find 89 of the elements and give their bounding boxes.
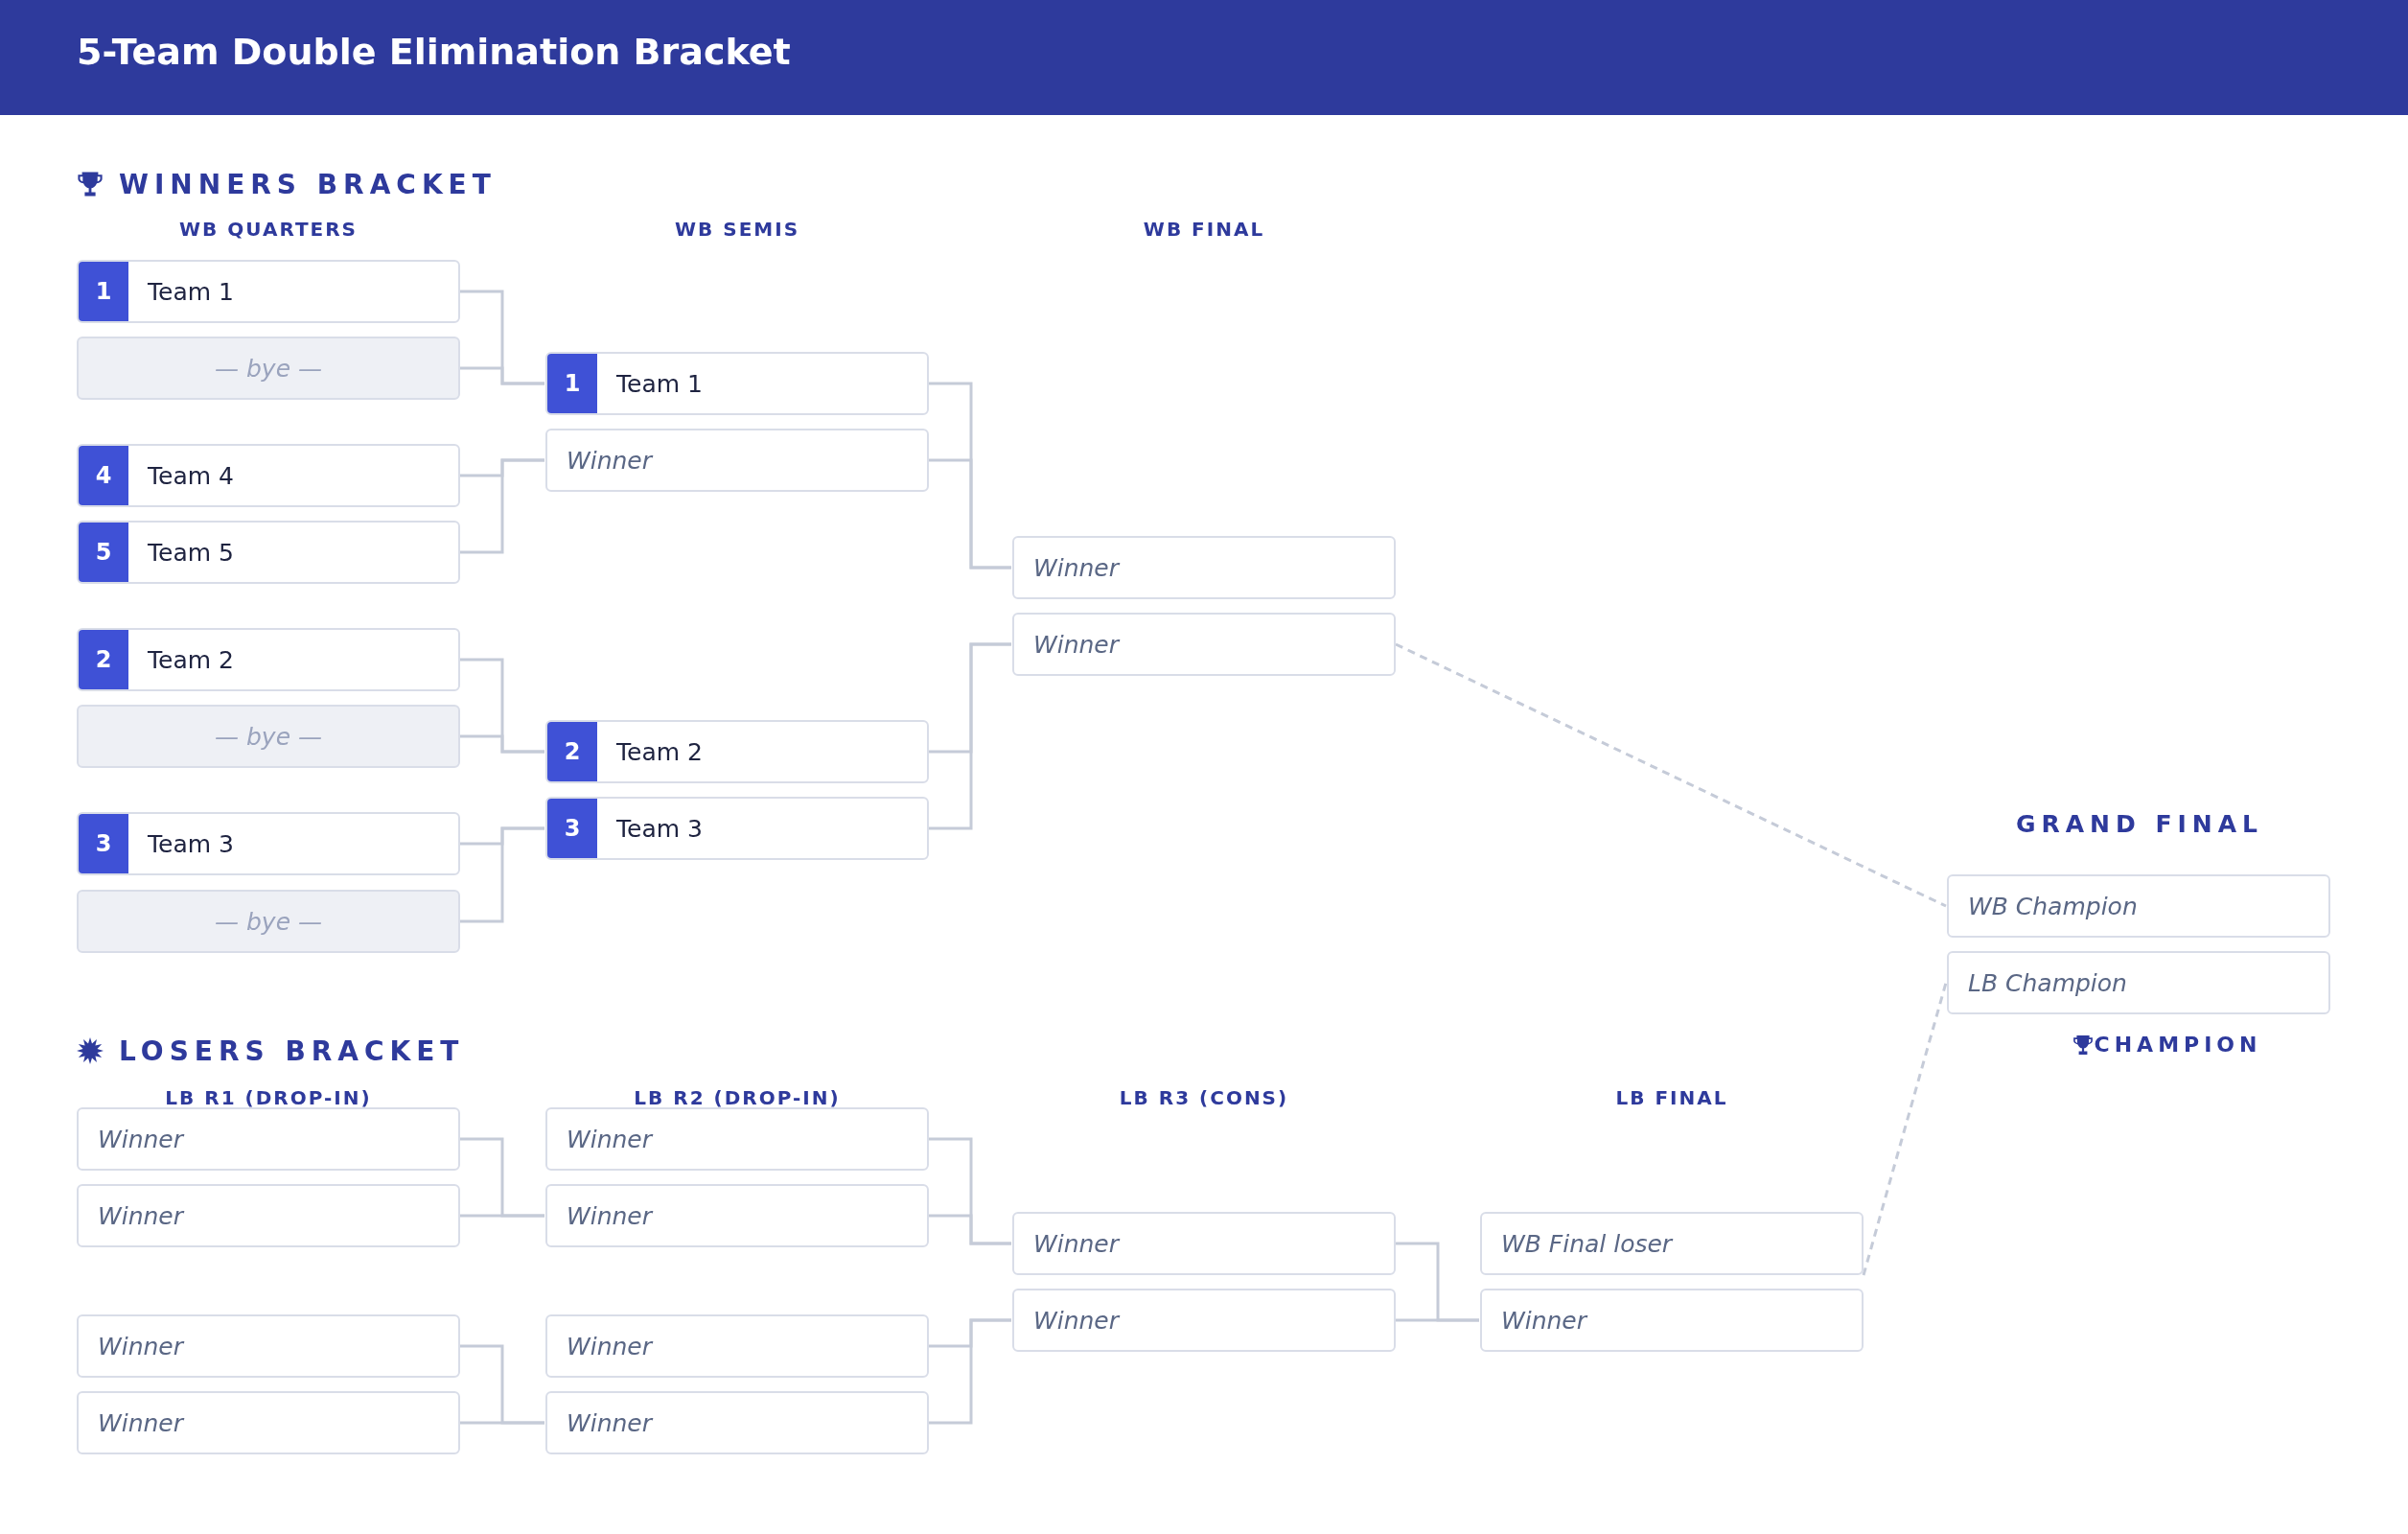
team-slot xyxy=(77,628,460,691)
bracket-connector xyxy=(929,642,1011,830)
round-heading: GRAND FINAL xyxy=(2015,810,2264,838)
team-name: Team 4 xyxy=(147,461,234,490)
bracket-connector xyxy=(460,1421,544,1425)
team-slot xyxy=(545,797,929,860)
team-slot xyxy=(1012,613,1396,676)
placeholder-text: WB Final loser xyxy=(1500,1229,1673,1258)
team-name: Team 3 xyxy=(147,829,234,858)
placeholder-text: Winner xyxy=(566,1201,652,1230)
team-slot xyxy=(545,352,929,415)
team-slot xyxy=(77,1391,460,1454)
page-title: 5-Team Double Elimination Bracket xyxy=(77,31,791,73)
bye-slot xyxy=(77,337,460,400)
bracket-connector xyxy=(929,1214,1011,1245)
bracket-connector xyxy=(460,826,544,923)
team-name: Team 2 xyxy=(147,645,234,674)
team-slot xyxy=(1012,536,1396,599)
placeholder-text: Winner xyxy=(1032,1229,1119,1258)
placeholder-text: Winner xyxy=(97,1332,183,1360)
bracket-connector xyxy=(929,458,1011,569)
placeholder-text: Winner xyxy=(97,1201,183,1230)
seed-badge: 2 xyxy=(547,722,597,781)
team-name: Team 2 xyxy=(615,737,703,766)
champion-label: CHAMPION xyxy=(2094,1033,2262,1057)
placeholder-text: LB Champion xyxy=(1967,968,2127,997)
team-slot xyxy=(545,1107,929,1171)
placeholder-text: Winner xyxy=(566,1125,652,1153)
team-name: Team 3 xyxy=(615,814,703,843)
team-slot xyxy=(1947,874,2330,938)
bye-text: — bye — xyxy=(215,722,322,751)
placeholder-text: Winner xyxy=(97,1408,183,1437)
seed-badge: 4 xyxy=(79,446,128,505)
team-slot xyxy=(545,1184,929,1247)
team-slot xyxy=(77,1184,460,1247)
team-slot xyxy=(1947,951,2330,1014)
round-heading: WB FINAL xyxy=(1143,218,1265,241)
team-slot xyxy=(77,260,460,323)
round-heading: LB R3 (CONS) xyxy=(1119,1086,1289,1109)
placeholder-text: Winner xyxy=(1032,553,1119,582)
round-heading: LB R2 (DROP-IN) xyxy=(634,1086,841,1109)
section-heading: WINNERS BRACKET xyxy=(119,169,497,200)
bracket-connector xyxy=(929,1318,1011,1425)
placeholder-text: Winner xyxy=(97,1125,183,1153)
round-heading: LB R1 (DROP-IN) xyxy=(165,1086,372,1109)
bracket-connector xyxy=(460,458,544,554)
team-name: Team 1 xyxy=(147,277,234,306)
seed-badge: 1 xyxy=(79,262,128,321)
team-slot xyxy=(77,1107,460,1171)
bye-text: — bye — xyxy=(215,907,322,936)
team-slot xyxy=(1480,1212,1864,1275)
placeholder-text: Winner xyxy=(1500,1306,1586,1335)
bracket-connector xyxy=(460,1214,544,1218)
dashed-connector xyxy=(1395,642,1947,908)
placeholder-text: WB Champion xyxy=(1967,892,2138,920)
team-slot xyxy=(1012,1289,1396,1352)
team-slot xyxy=(545,1391,929,1454)
placeholder-text: Winner xyxy=(566,446,652,475)
round-heading: WB QUARTERS xyxy=(179,218,358,241)
placeholder-text: Winner xyxy=(566,1332,652,1360)
bracket-connector xyxy=(1396,1318,1479,1322)
seed-badge: 5 xyxy=(79,523,128,582)
bracket-connector xyxy=(460,366,544,385)
bye-slot xyxy=(77,705,460,768)
team-slot xyxy=(545,1314,929,1378)
dashed-connector xyxy=(1862,982,1948,1276)
section-heading: LOSERS BRACKET xyxy=(119,1035,465,1067)
bye-text: — bye — xyxy=(215,354,322,383)
team-slot xyxy=(545,429,929,492)
bye-slot xyxy=(77,890,460,953)
seed-badge: 2 xyxy=(79,630,128,689)
team-slot xyxy=(77,444,460,507)
team-name: Team 5 xyxy=(147,538,234,567)
team-name: Team 1 xyxy=(615,369,703,398)
team-slot xyxy=(77,521,460,584)
seed-badge: 3 xyxy=(547,799,597,858)
team-slot xyxy=(77,812,460,875)
team-slot xyxy=(545,720,929,783)
placeholder-text: Winner xyxy=(566,1408,652,1437)
team-slot xyxy=(1480,1289,1864,1352)
seed-badge: 1 xyxy=(547,354,597,413)
bracket-connector xyxy=(460,734,544,754)
team-slot xyxy=(77,1314,460,1378)
team-slot xyxy=(1012,1212,1396,1275)
placeholder-text: Winner xyxy=(1032,1306,1119,1335)
placeholder-text: Winner xyxy=(1032,630,1119,659)
round-heading: LB FINAL xyxy=(1615,1086,1728,1109)
round-heading: WB SEMIS xyxy=(674,218,800,241)
seed-badge: 3 xyxy=(79,814,128,873)
